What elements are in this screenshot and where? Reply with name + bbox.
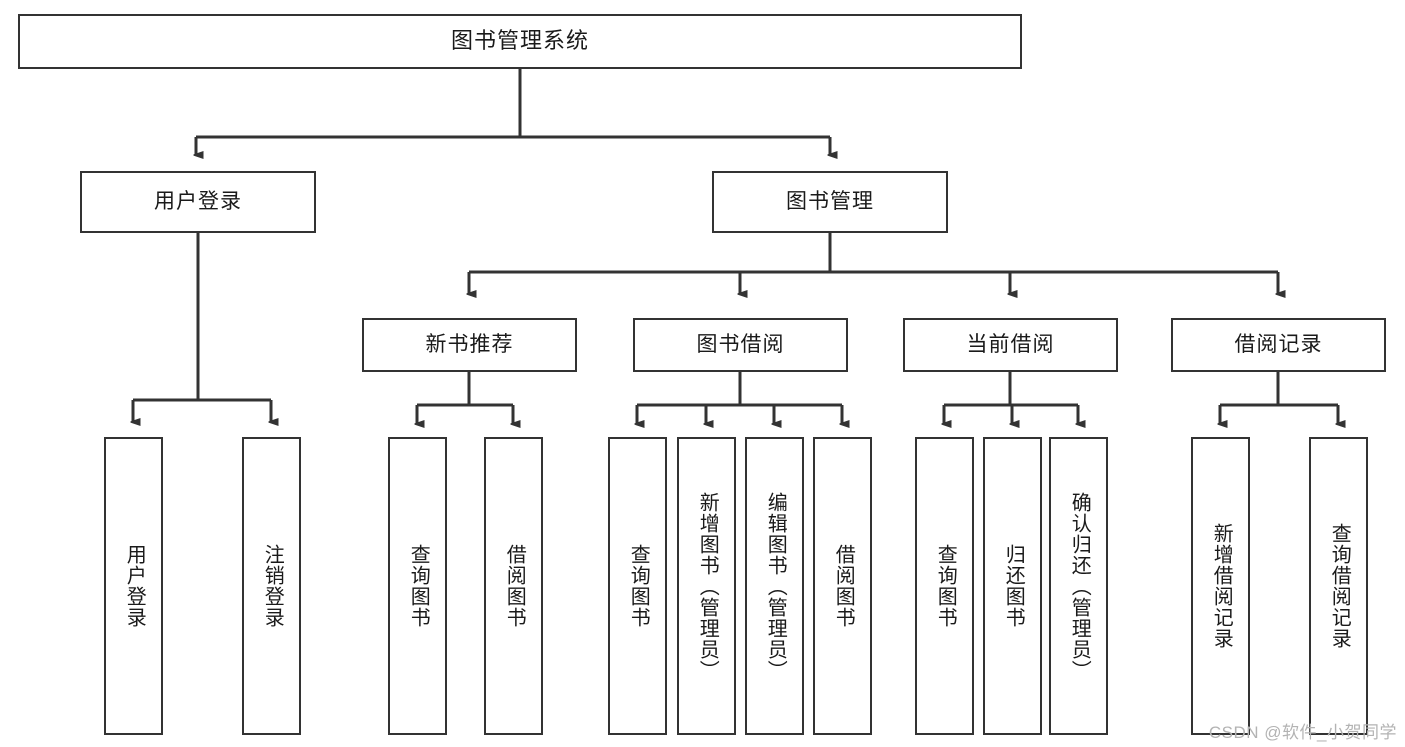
leaf-bb-edit-book-admin[interactable]: 编辑图书（管理员） bbox=[745, 437, 804, 735]
node-new-book-recommend[interactable]: 新书推荐 bbox=[362, 318, 577, 372]
node-label: 用户登录 bbox=[123, 544, 146, 628]
leaf-user-login[interactable]: 用户登录 bbox=[104, 437, 163, 735]
node-root-system[interactable]: 图书管理系统 bbox=[18, 14, 1022, 69]
node-label: 查询图书 bbox=[934, 544, 957, 628]
node-label: 新增图书（管理员） bbox=[696, 491, 719, 681]
leaf-bb-add-book-admin[interactable]: 新增图书（管理员） bbox=[677, 437, 736, 735]
leaf-bb-borrow-book[interactable]: 借阅图书 bbox=[813, 437, 872, 735]
node-borrow-record[interactable]: 借阅记录 bbox=[1171, 318, 1386, 372]
leaf-cb-query-book[interactable]: 查询图书 bbox=[915, 437, 974, 735]
node-label: 查询图书 bbox=[407, 544, 430, 628]
node-user-login[interactable]: 用户登录 bbox=[80, 171, 316, 233]
node-label: 用户登录 bbox=[154, 190, 242, 214]
node-label: 归还图书 bbox=[1002, 544, 1025, 628]
leaf-br-add-record[interactable]: 新增借阅记录 bbox=[1191, 437, 1250, 735]
node-label: 图书借阅 bbox=[696, 333, 785, 357]
node-book-borrow[interactable]: 图书借阅 bbox=[633, 318, 848, 372]
node-label: 查询图书 bbox=[627, 544, 650, 628]
node-label: 确认归还（管理员） bbox=[1068, 491, 1091, 681]
node-label: 编辑图书（管理员） bbox=[764, 491, 787, 681]
node-label: 当前借阅 bbox=[966, 333, 1055, 357]
node-label: 图书管理系统 bbox=[450, 28, 589, 54]
node-book-management[interactable]: 图书管理 bbox=[712, 171, 948, 233]
leaf-br-query-record[interactable]: 查询借阅记录 bbox=[1309, 437, 1368, 735]
node-label: 借阅图书 bbox=[832, 544, 855, 628]
node-label: 查询借阅记录 bbox=[1328, 523, 1351, 649]
node-label: 新增借阅记录 bbox=[1210, 523, 1233, 649]
node-label: 借阅记录 bbox=[1234, 333, 1323, 357]
node-current-borrow[interactable]: 当前借阅 bbox=[903, 318, 1118, 372]
csdn-watermark: CSDN @软件_小贺同学 bbox=[1208, 723, 1397, 742]
leaf-bb-query-book[interactable]: 查询图书 bbox=[608, 437, 667, 735]
leaf-cb-confirm-return-admin[interactable]: 确认归还（管理员） bbox=[1049, 437, 1108, 735]
node-label: 注销登录 bbox=[261, 544, 284, 628]
leaf-nb-borrow-book[interactable]: 借阅图书 bbox=[484, 437, 543, 735]
leaf-nb-query-book[interactable]: 查询图书 bbox=[388, 437, 447, 735]
node-label: 图书管理 bbox=[786, 190, 874, 214]
leaf-cb-return-book[interactable]: 归还图书 bbox=[983, 437, 1042, 735]
node-label: 借阅图书 bbox=[503, 544, 526, 628]
node-label: 新书推荐 bbox=[425, 333, 514, 357]
leaf-logout[interactable]: 注销登录 bbox=[242, 437, 301, 735]
